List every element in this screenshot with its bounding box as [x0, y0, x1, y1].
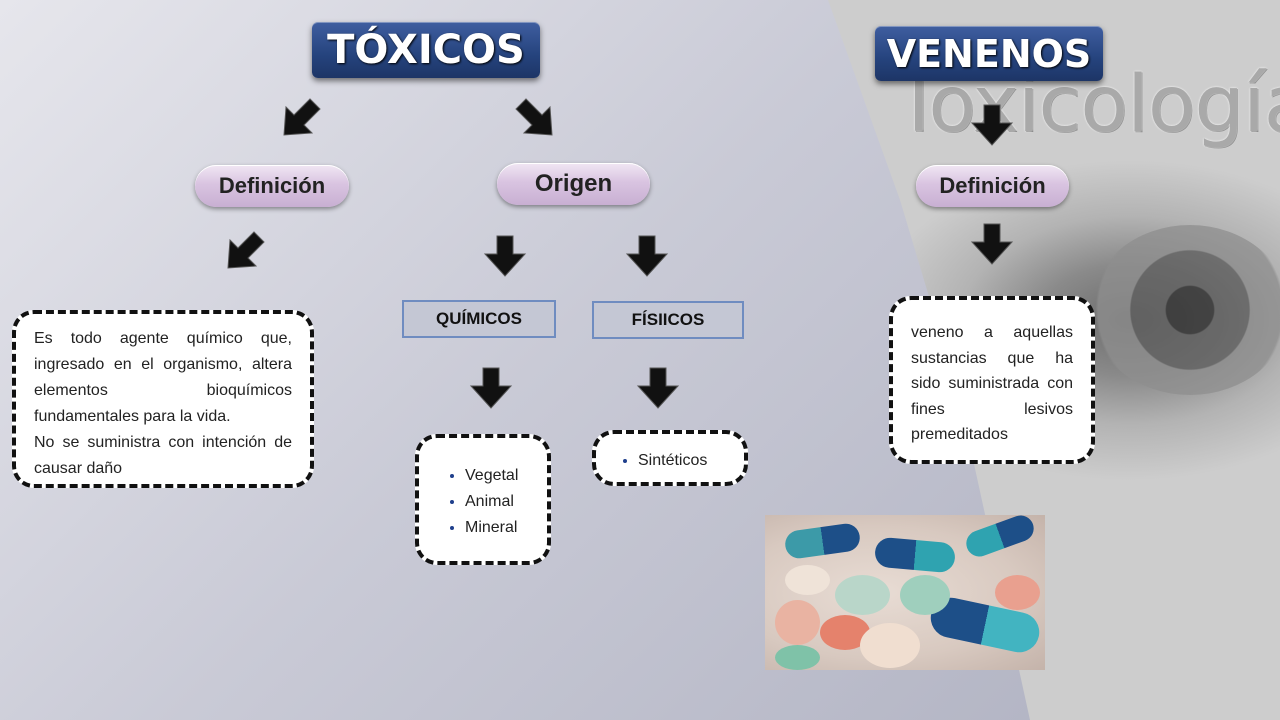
veneno-definition-text: veneno a aquellas sustancias que ha sido… [911, 324, 1073, 443]
fisicos-list: Sintéticos [612, 448, 736, 474]
eye-graphic [1090, 225, 1280, 395]
arrow-down-icon [483, 235, 527, 277]
list-item: Vegetal [465, 463, 539, 489]
pills-photo [765, 515, 1045, 670]
quimicos-list: Vegetal Animal Mineral [439, 463, 539, 541]
arrow-down-left-icon [227, 231, 265, 269]
toxico-definition-text: Es todo agente químico que, ingresado en… [34, 330, 292, 425]
arrow-down-icon [636, 367, 680, 409]
quimicos-label: QUÍMICOS [402, 300, 556, 338]
definicion-right-label: Definición [916, 165, 1069, 207]
arrow-down-right-icon [515, 98, 553, 136]
title-venenos: VENENOS [875, 26, 1103, 81]
origen-label: Origen [497, 163, 650, 205]
arrow-down-icon [970, 104, 1014, 146]
quimicos-items-box: Vegetal Animal Mineral [415, 434, 551, 565]
arrow-down-left-icon [283, 98, 321, 136]
veneno-definition-box: veneno a aquellas sustancias que ha sido… [889, 296, 1095, 464]
toxico-definition-box: Es todo agente químico que, ingresado en… [12, 310, 314, 488]
arrow-down-icon [469, 367, 513, 409]
list-item: Mineral [465, 515, 539, 541]
fisicos-items-box: Sintéticos [592, 430, 748, 486]
toxico-definition-note: No se suministra con intención de causar… [34, 434, 292, 477]
title-toxicos: TÓXICOS [312, 22, 540, 78]
list-item: Sintéticos [638, 448, 736, 474]
arrow-down-icon [970, 223, 1014, 265]
list-item: Animal [465, 489, 539, 515]
fisicos-label: FÍSIICOS [592, 301, 744, 339]
definicion-left-label: Definición [195, 165, 349, 207]
arrow-down-icon [625, 235, 669, 277]
